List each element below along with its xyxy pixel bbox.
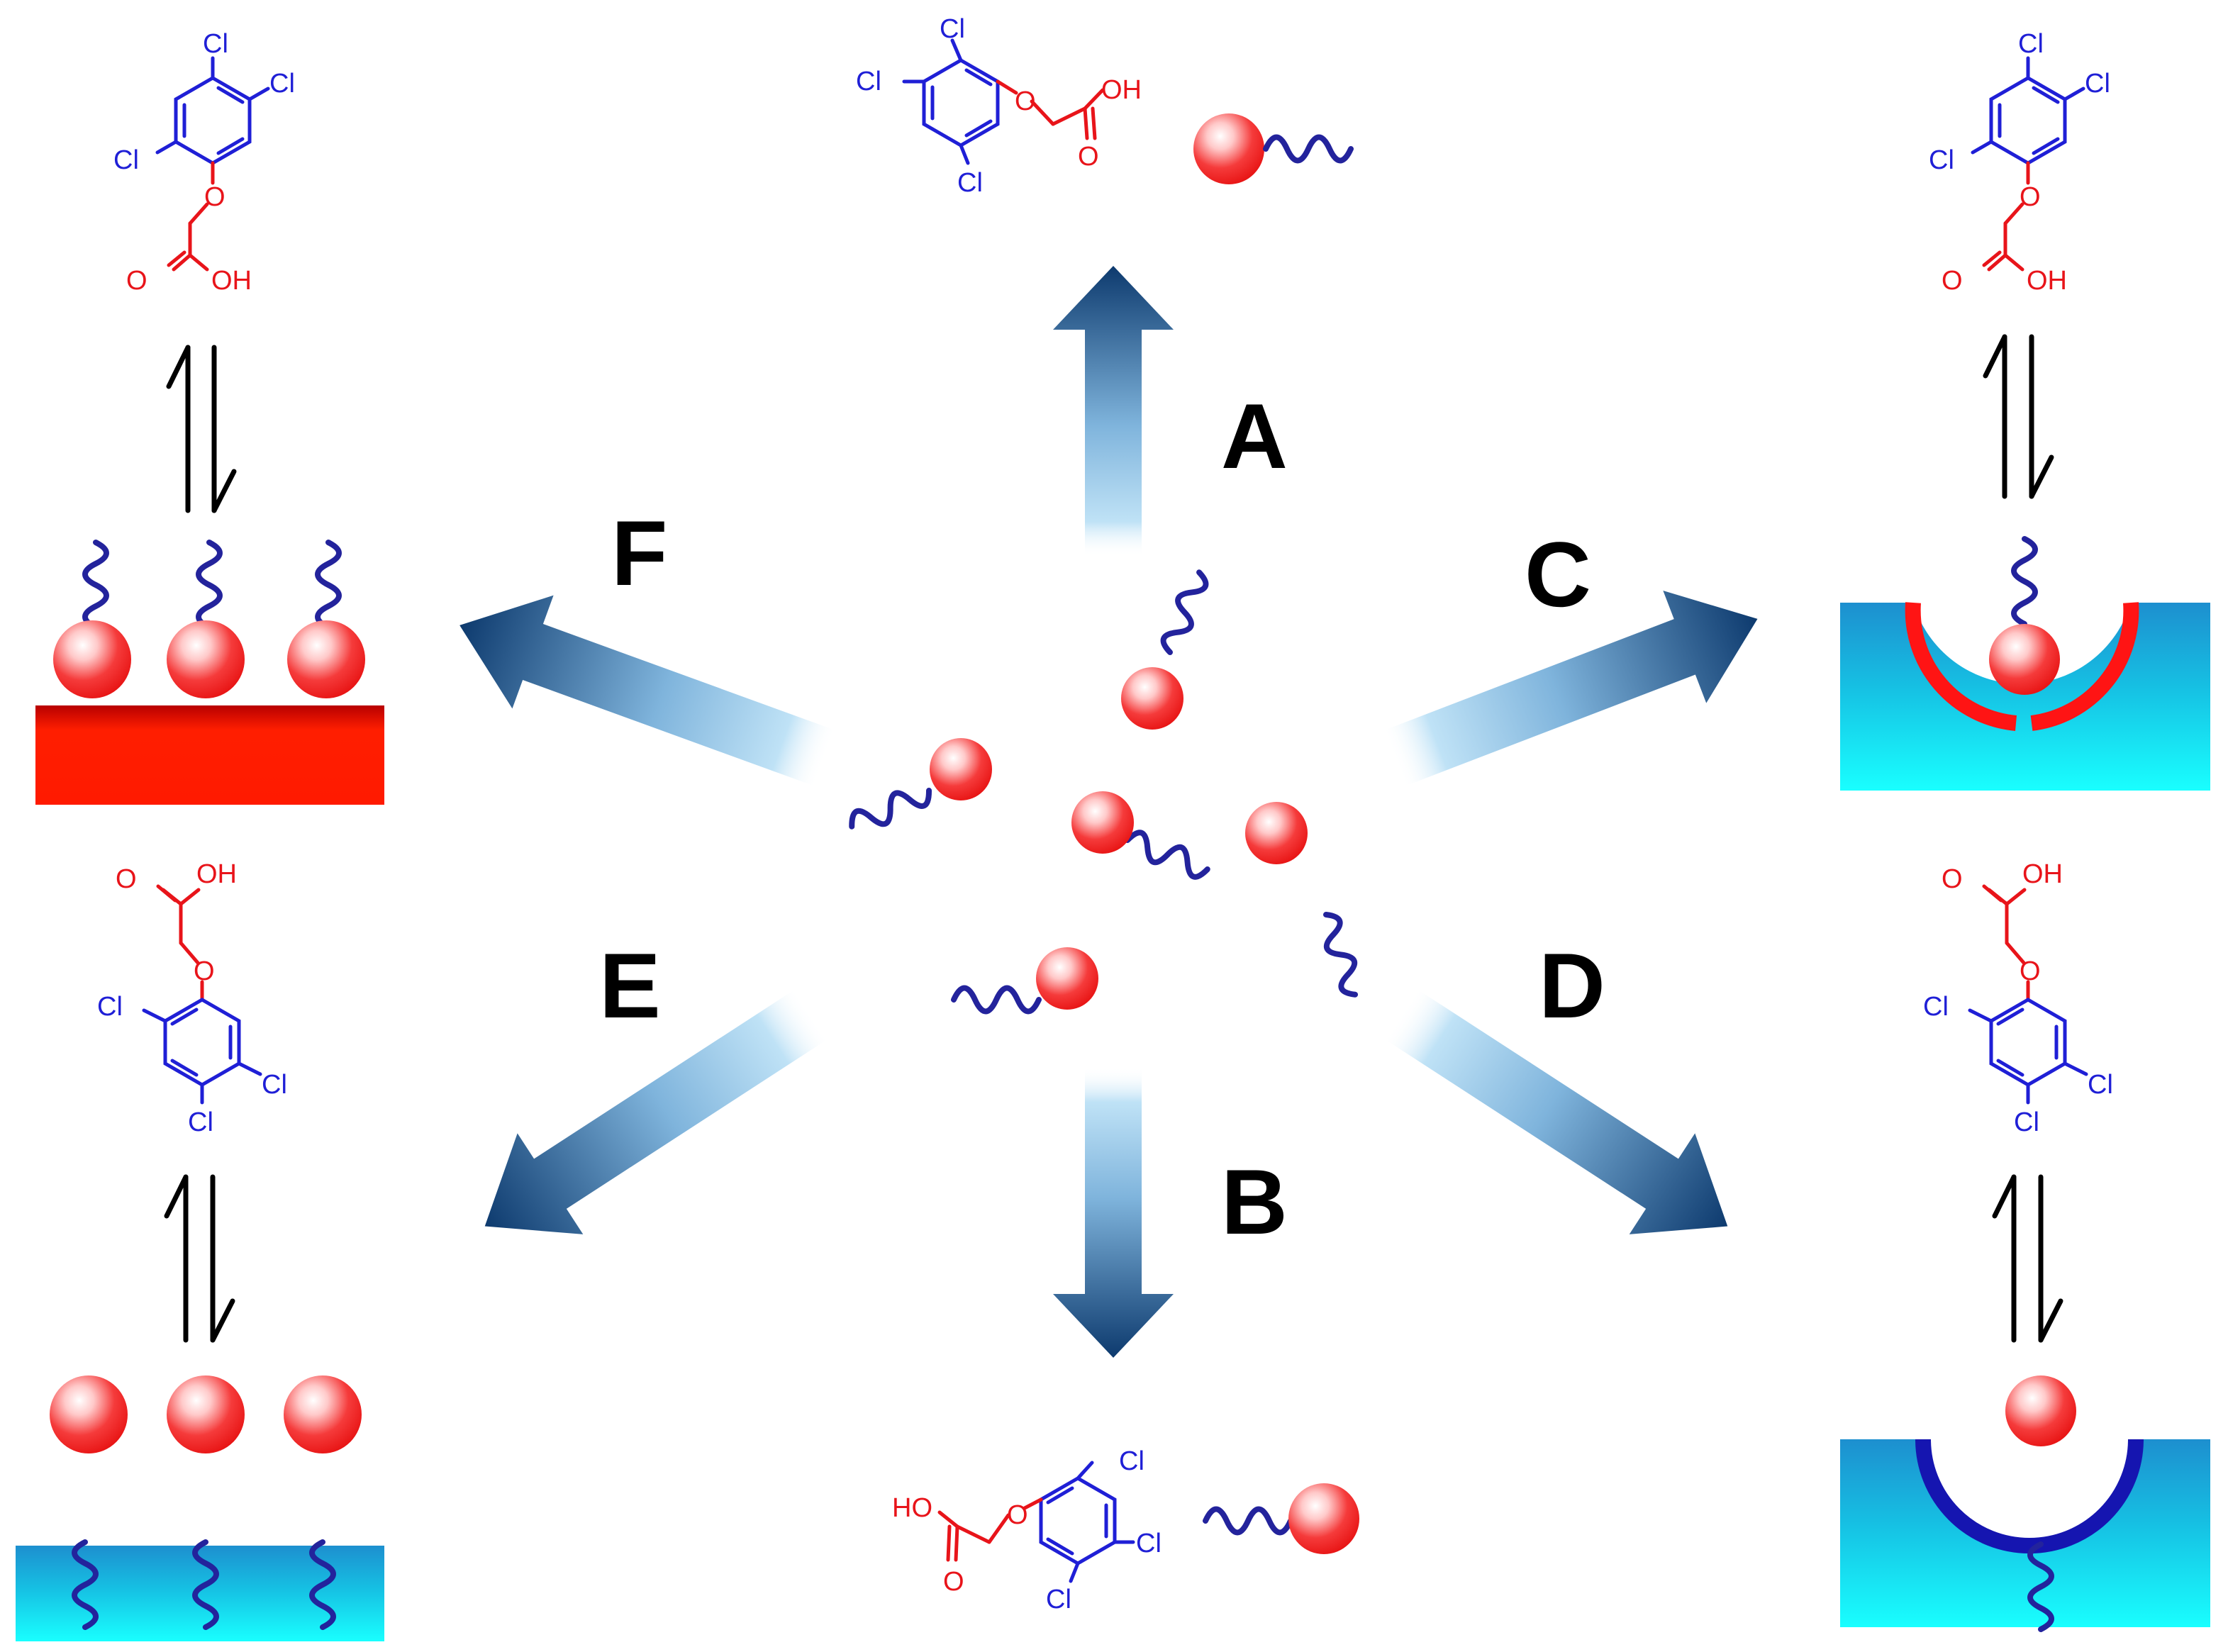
atom-cl: Cl (1136, 1529, 1162, 1558)
atom-oh: OH (1101, 75, 1142, 105)
atom-cl: Cl (856, 67, 881, 96)
atom-o: O (194, 956, 215, 986)
molecule-c: Cl Cl Cl O O OH (1929, 29, 2110, 296)
equilibrium-arrows-c (1983, 334, 2054, 499)
label-e: E (599, 934, 661, 1037)
molecule-e: O O OH Cl Cl Cl (97, 859, 287, 1137)
atom-cl: Cl (1923, 992, 1949, 1022)
free-particle-b (1205, 1483, 1359, 1554)
atom-cl: Cl (940, 14, 965, 44)
atom-o: O (943, 1567, 964, 1597)
atom-o: O (2020, 956, 2041, 986)
particle (1245, 802, 1365, 998)
atom-oh: OH (196, 859, 237, 889)
atom-oh: OH (2022, 859, 2063, 889)
label-f: F (611, 501, 667, 605)
atom-o: O (2020, 182, 2041, 212)
surface-e (16, 1375, 384, 1641)
particle (1121, 569, 1209, 730)
atom-oh: OH (211, 266, 252, 296)
molecule-a: Cl Cl Cl O OH O (856, 14, 1142, 198)
arrow-c (1382, 590, 1758, 787)
atom-ho: HO (892, 1493, 932, 1523)
molecule-f: Cl Cl Cl O O OH (113, 29, 295, 296)
surface-f (35, 542, 384, 805)
atom-cl: Cl (1929, 145, 1954, 175)
atom-cl: Cl (269, 69, 295, 99)
atom-o: O (1942, 266, 1963, 296)
label-c: C (1525, 523, 1591, 626)
atom-cl: Cl (2018, 29, 2044, 59)
arrow-f (459, 595, 837, 787)
free-particle-a (1193, 113, 1351, 184)
atom-cl: Cl (1119, 1446, 1144, 1476)
atom-cl: Cl (188, 1107, 213, 1137)
atom-o: O (1015, 86, 1036, 116)
atom-cl: Cl (97, 992, 123, 1022)
atom-cl: Cl (1046, 1585, 1071, 1614)
arrow-a (1053, 266, 1174, 557)
atom-o: O (1007, 1500, 1028, 1530)
atom-o: O (1942, 864, 1963, 894)
atom-cl: Cl (2088, 1070, 2113, 1100)
atom-cl: Cl (2085, 69, 2110, 99)
atom-cl: Cl (113, 145, 139, 175)
arrow-d (1384, 988, 1728, 1234)
molecule-b: Cl Cl Cl O HO O (892, 1446, 1162, 1614)
center-particle-cluster (847, 569, 1365, 1011)
arrow-b (1053, 1067, 1174, 1358)
atom-o: O (116, 864, 137, 894)
label-b: B (1221, 1150, 1288, 1254)
label-a: A (1221, 384, 1288, 488)
particle (954, 947, 1098, 1012)
particle (847, 738, 992, 837)
imprinted-cavity-c (1840, 539, 2210, 791)
atom-o: O (126, 266, 147, 296)
equilibrium-arrows-d (1992, 1174, 2063, 1343)
arrow-e (484, 988, 828, 1234)
atom-cl: Cl (2014, 1107, 2039, 1137)
atom-cl: Cl (203, 29, 228, 59)
atom-cl: Cl (262, 1070, 287, 1100)
equilibrium-arrows-e (164, 1174, 235, 1343)
atom-oh: OH (2027, 266, 2067, 296)
molecule-d: O O OH Cl Cl Cl (1923, 859, 2113, 1137)
imprinted-cavity-d (1840, 1375, 2210, 1629)
equilibrium-arrows-f (166, 345, 237, 513)
atom-o: O (1078, 142, 1099, 172)
atom-cl: Cl (957, 168, 983, 198)
label-d: D (1539, 934, 1605, 1037)
particle (1071, 791, 1211, 881)
atom-o: O (204, 182, 225, 212)
